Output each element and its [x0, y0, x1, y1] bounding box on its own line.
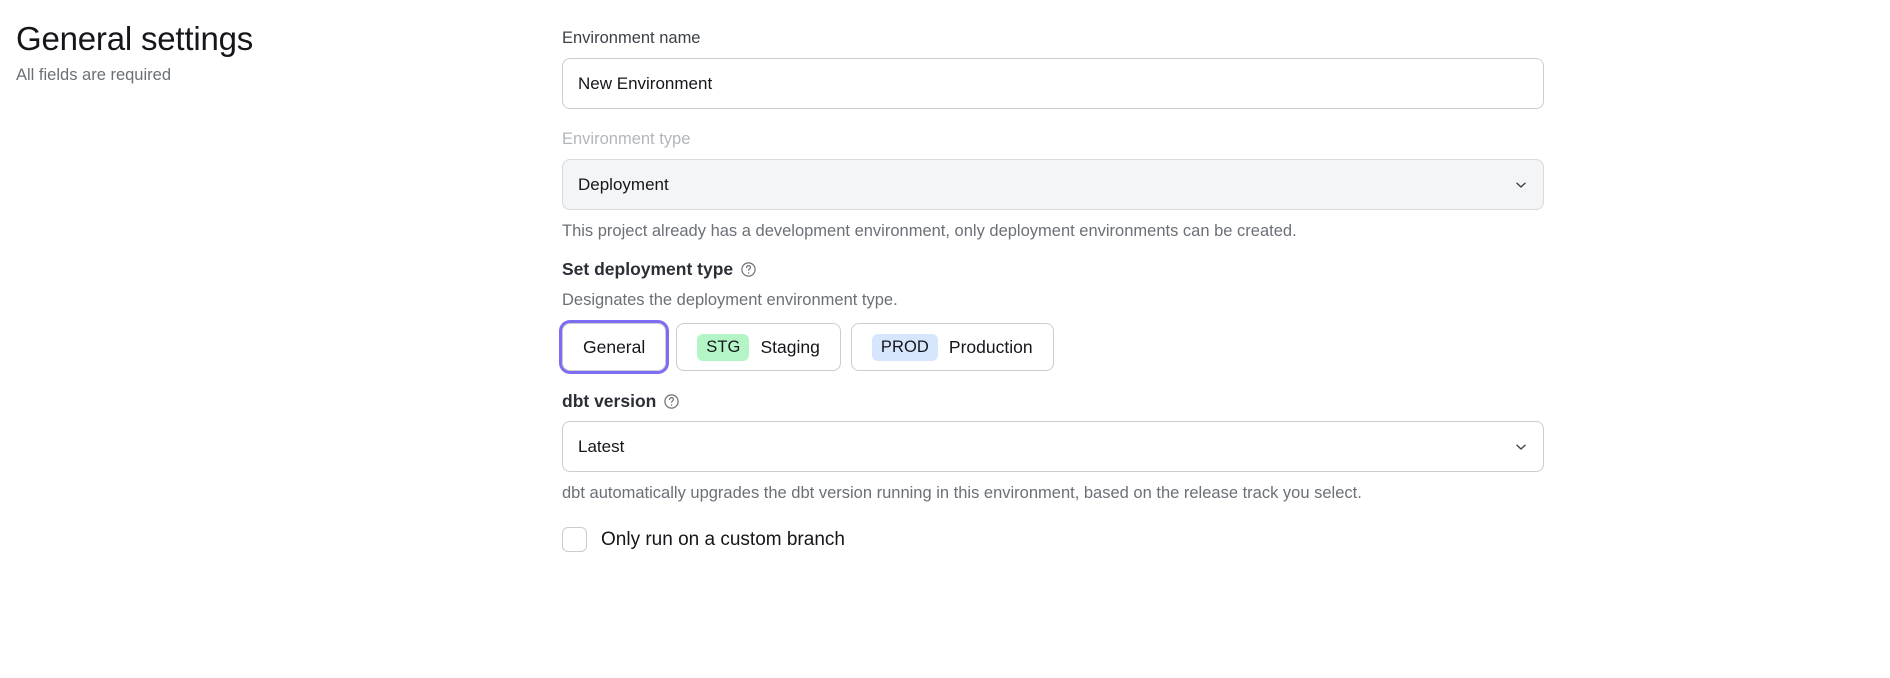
- dbt-version-label: dbt version: [562, 391, 657, 411]
- deployment-type-option-general[interactable]: General: [562, 323, 667, 371]
- environment-name-input[interactable]: [562, 58, 1544, 109]
- deployment-type-field: Set deployment type Designates the deplo…: [562, 257, 1544, 371]
- environment-type-hint: This project already has a development e…: [562, 222, 1297, 240]
- environment-type-value: Deployment: [578, 174, 669, 194]
- chevron-down-icon: [1513, 177, 1529, 193]
- deployment-type-heading: Set deployment type: [562, 259, 734, 279]
- deployment-type-option-general-label: General: [583, 336, 646, 357]
- deployment-type-heading-row: Set deployment type: [562, 257, 1544, 281]
- deployment-type-option-staging[interactable]: STG Staging: [676, 323, 841, 371]
- deployment-type-option-production-label: Production: [948, 336, 1033, 357]
- dbt-version-select[interactable]: Latest: [562, 421, 1544, 472]
- environment-type-select[interactable]: Deployment: [562, 159, 1544, 210]
- custom-branch-checkbox[interactable]: [562, 527, 587, 552]
- help-circle-icon[interactable]: [740, 261, 757, 278]
- page-title: General settings: [16, 20, 254, 57]
- deployment-type-option-staging-label: Staging: [760, 336, 820, 357]
- dbt-version-field: dbt version Latest dbt automatically upg…: [562, 389, 1544, 505]
- staging-badge: STG: [697, 333, 750, 361]
- deployment-type-description: Designates the deployment environment ty…: [562, 291, 898, 309]
- environment-type-label: Environment type: [562, 130, 691, 148]
- settings-form-column: Environment name Environment type Deploy…: [562, 26, 1544, 552]
- chevron-down-icon: [1513, 439, 1529, 455]
- environment-name-label: Environment name: [562, 29, 701, 47]
- environment-name-field: Environment name: [562, 26, 1544, 109]
- settings-intro-column: General settings All fields are required: [16, 18, 536, 87]
- dbt-version-value: Latest: [578, 436, 625, 456]
- production-badge: PROD: [871, 333, 938, 361]
- page-subtitle: All fields are required: [16, 66, 171, 84]
- custom-branch-row: Only run on a custom branch: [562, 527, 1544, 552]
- help-circle-icon[interactable]: [663, 393, 680, 410]
- deployment-type-options: General STG Staging PROD Production: [562, 323, 1544, 371]
- dbt-version-label-row: dbt version: [562, 389, 1544, 413]
- dbt-version-hint: dbt automatically upgrades the dbt versi…: [562, 484, 1362, 502]
- deployment-type-option-production[interactable]: PROD Production: [850, 323, 1054, 371]
- custom-branch-label[interactable]: Only run on a custom branch: [601, 528, 845, 550]
- environment-type-field: Environment type Deployment This project…: [562, 127, 1544, 243]
